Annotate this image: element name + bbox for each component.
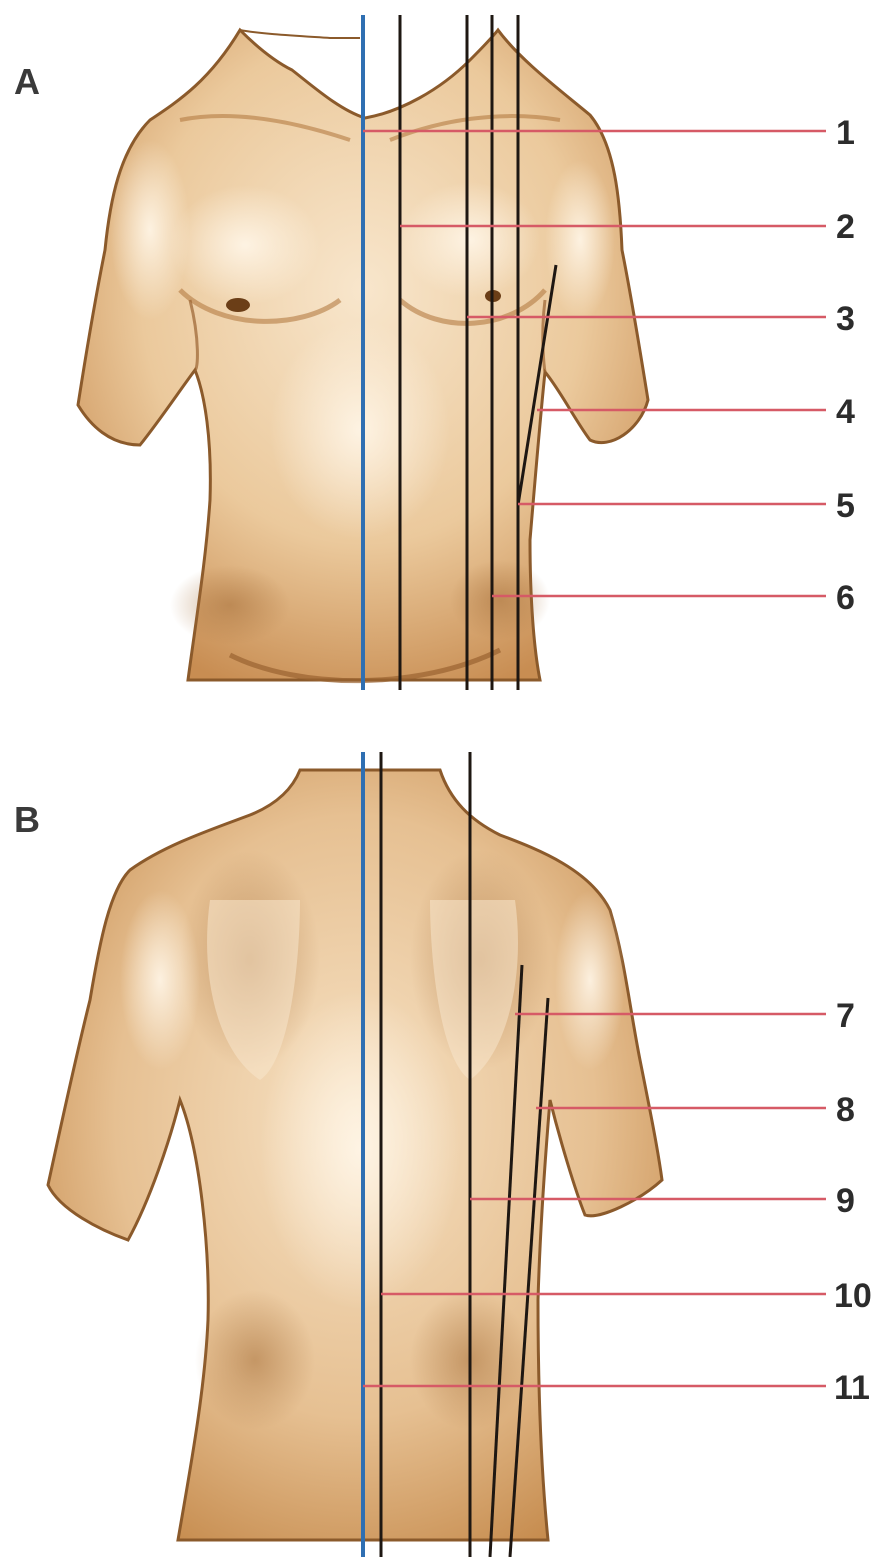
callout-number-10: 10 [834, 1277, 872, 1315]
callout-number-1: 1 [836, 114, 855, 152]
callout-number-8: 8 [836, 1091, 855, 1129]
nipple-left [226, 298, 250, 312]
callout-number-3: 3 [836, 300, 855, 338]
callout-number-5: 5 [836, 487, 855, 525]
panel-b-label: B [14, 799, 40, 840]
callout-number-9: 9 [836, 1182, 855, 1220]
panel-a: A [14, 15, 855, 690]
callout-number-6: 6 [836, 579, 855, 617]
callout-number-4: 4 [836, 393, 855, 431]
panel-a-label: A [14, 61, 40, 102]
callout-number-7: 7 [836, 997, 855, 1035]
callout-number-11: 11 [834, 1369, 870, 1407]
callout-number-2: 2 [836, 208, 855, 246]
panel-b: B 7 8 9 10 11 [14, 752, 872, 1557]
